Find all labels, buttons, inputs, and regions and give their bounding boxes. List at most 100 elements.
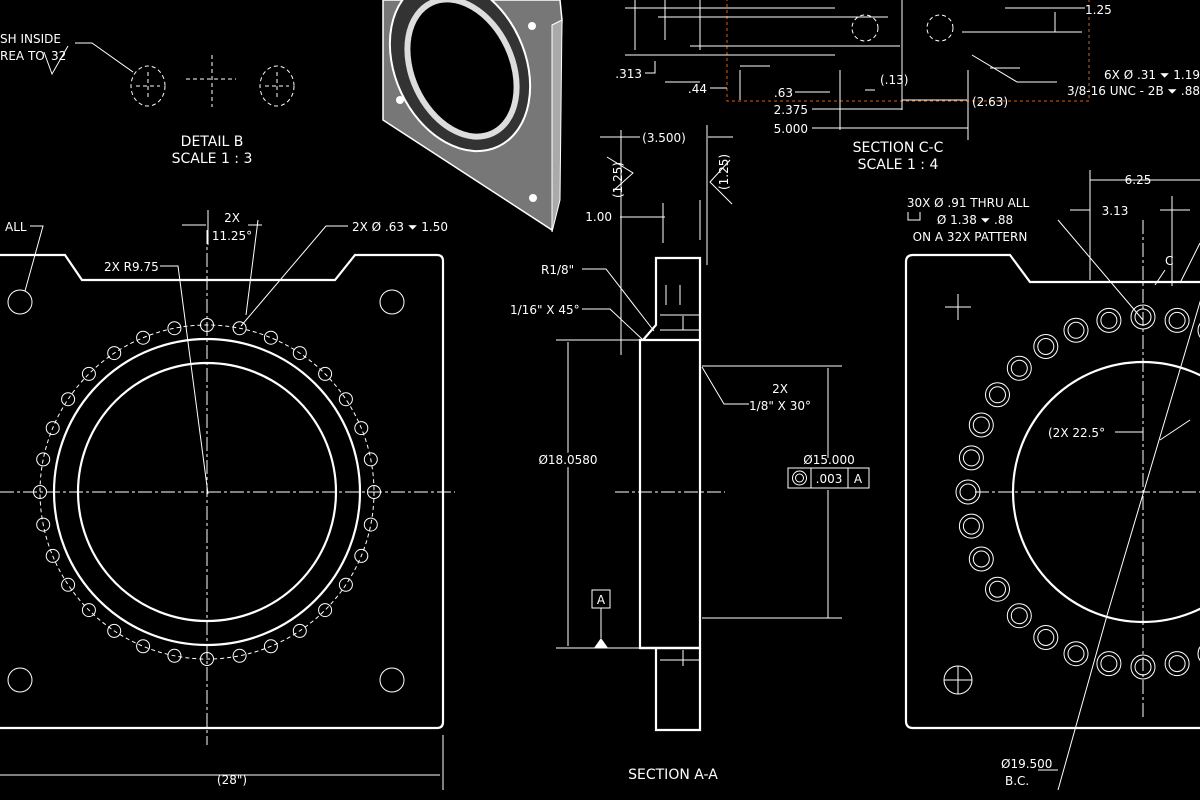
dim-44: .44 (688, 82, 707, 96)
section-body (638, 338, 702, 650)
bolt-hole (354, 421, 369, 436)
bolt-hole (263, 639, 278, 654)
thru-all-note: ALL (5, 220, 27, 234)
bolt-hole (136, 639, 151, 654)
counterbored-hole (985, 576, 1010, 602)
bolt-hole (363, 452, 378, 467)
bolt-circle-dia: Ø19.500 (1001, 757, 1052, 771)
counterbored-hole (1006, 355, 1032, 381)
dim-313: 3.13 (1102, 204, 1129, 218)
bolt-hole (200, 652, 214, 666)
outer-diameter-dim: Ø18.0580 (538, 453, 597, 467)
inner-diameter-dim: Ø15.000 (803, 453, 854, 467)
counterbored-hole (1164, 307, 1190, 333)
detail-b-title: DETAIL B (181, 134, 244, 150)
bolt-hole (232, 648, 247, 663)
finish-note-line1: SH INSIDE (0, 32, 61, 46)
section-a-a: (3.500) (1.25) (1.25) 1.00 R1/8" 1/16" X… (510, 125, 870, 783)
bolt-hole (167, 321, 182, 336)
dim-313: .313 (615, 67, 642, 81)
chamfer-30-label: 1/8" X 30° (749, 399, 811, 413)
counterbored-hole (1130, 304, 1156, 330)
angle-note: (2X 22.5° (1048, 426, 1105, 440)
front-view: ALL 2X 11.25° 2X R9.75 2X Ø .63 ⏷ 1.50 (… (0, 210, 455, 790)
section-flanges (640, 256, 702, 732)
counterbored-hole (1063, 641, 1089, 667)
counterbored-hole (958, 445, 984, 471)
bolt-hole (136, 330, 151, 345)
bolt-hole (338, 392, 353, 407)
counterbored-hole (1197, 322, 1200, 338)
bolt-hole (200, 318, 214, 332)
bolt-hole (107, 623, 122, 638)
counterbored-hole (1033, 334, 1059, 359)
dim-125: 1.25 (1085, 3, 1112, 17)
right-plate-outline (904, 253, 1200, 730)
bolt-hole (318, 366, 333, 381)
section-a-a-title: SECTION A-A (628, 767, 718, 783)
counterbored-hole (1096, 651, 1122, 677)
counterbored-hole (1096, 307, 1122, 333)
chamfer-30-count: 2X (772, 382, 788, 396)
detail-hole-right (259, 65, 295, 107)
counterbored-hole (955, 479, 981, 505)
chamfer-45-label: 1/16" X 45° (510, 303, 580, 317)
hole-note-line3: ON A 32X PATTERN (913, 230, 1028, 244)
bolt-hole (61, 392, 76, 407)
overall-width-dim: (28") (217, 773, 247, 787)
counterbored-hole (1130, 654, 1156, 680)
bolt-hole (81, 603, 96, 618)
bolt-hole (292, 346, 307, 361)
dim-625: 6.25 (1125, 173, 1152, 187)
front-corner-holes (7, 289, 405, 693)
counterbored-hole (968, 412, 994, 438)
radius-label: R1/8" (541, 263, 574, 277)
right-bolt-holes (955, 304, 1200, 680)
counterbored-hole (1033, 625, 1059, 650)
bolt-hole (45, 548, 60, 563)
bolt-hole (318, 603, 333, 618)
bolt-hole (107, 346, 122, 361)
dim-2375: 2.375 (774, 103, 808, 117)
finish-value: 32 (51, 49, 66, 63)
feature-control-frame: .003 A (787, 467, 870, 489)
bolt-hole (36, 517, 51, 532)
isometric-view (382, 0, 563, 233)
hole-note-line2: Ø 1.38 ⏷ .88 (937, 213, 1013, 227)
section-c-c-title: SECTION C-C (853, 140, 944, 156)
bolt-hole (367, 485, 381, 499)
bolt-hole (292, 623, 307, 638)
section-c-c-scale: SCALE 1 : 4 (858, 157, 939, 173)
concentricity-icon (792, 470, 807, 486)
counterbored-hole (985, 382, 1010, 408)
datum-label: A (597, 593, 606, 607)
fcf-datum: A (854, 472, 863, 486)
counterbored-hole (1063, 317, 1089, 343)
dim-100: 1.00 (585, 210, 612, 224)
bolt-hole (263, 330, 278, 345)
surface-finish-symbol (43, 42, 134, 76)
bolt-hole (36, 452, 51, 467)
front-bolt-holes (33, 318, 381, 666)
bolt-hole (167, 648, 182, 663)
radius-note: 2X R9.75 (104, 260, 159, 274)
counterbored-hole (1197, 646, 1200, 662)
section-c-c: .313 .44 .63 2.375 5.000 (.13) (2.63) 1.… (615, 0, 1200, 173)
counterbored-hole (968, 546, 994, 572)
counterbored-hole (958, 513, 984, 539)
detail-b: SH INSIDE REA TO 32 DETAIL B SCALE 1 : 3 (0, 32, 295, 167)
dim-013: (.13) (880, 73, 908, 87)
bolt-hole (338, 577, 353, 592)
front-plate-outline (0, 253, 445, 730)
bolt-hole (45, 421, 60, 436)
bolt-hole (354, 548, 369, 563)
counterbored-hole (1164, 651, 1190, 677)
corner-hole-note: 2X Ø .63 ⏷ 1.50 (352, 220, 448, 234)
datum-triangle (594, 638, 608, 648)
finish-note-line2: REA TO (0, 49, 45, 63)
section-letter: C (1165, 254, 1173, 268)
bolt-hole (363, 517, 378, 532)
bolt-hole (232, 321, 247, 336)
tapped-hole-note-line2: 3/8-16 UNC - 2B ⏷ .88 (1067, 84, 1200, 98)
bolt-hole (33, 485, 47, 499)
